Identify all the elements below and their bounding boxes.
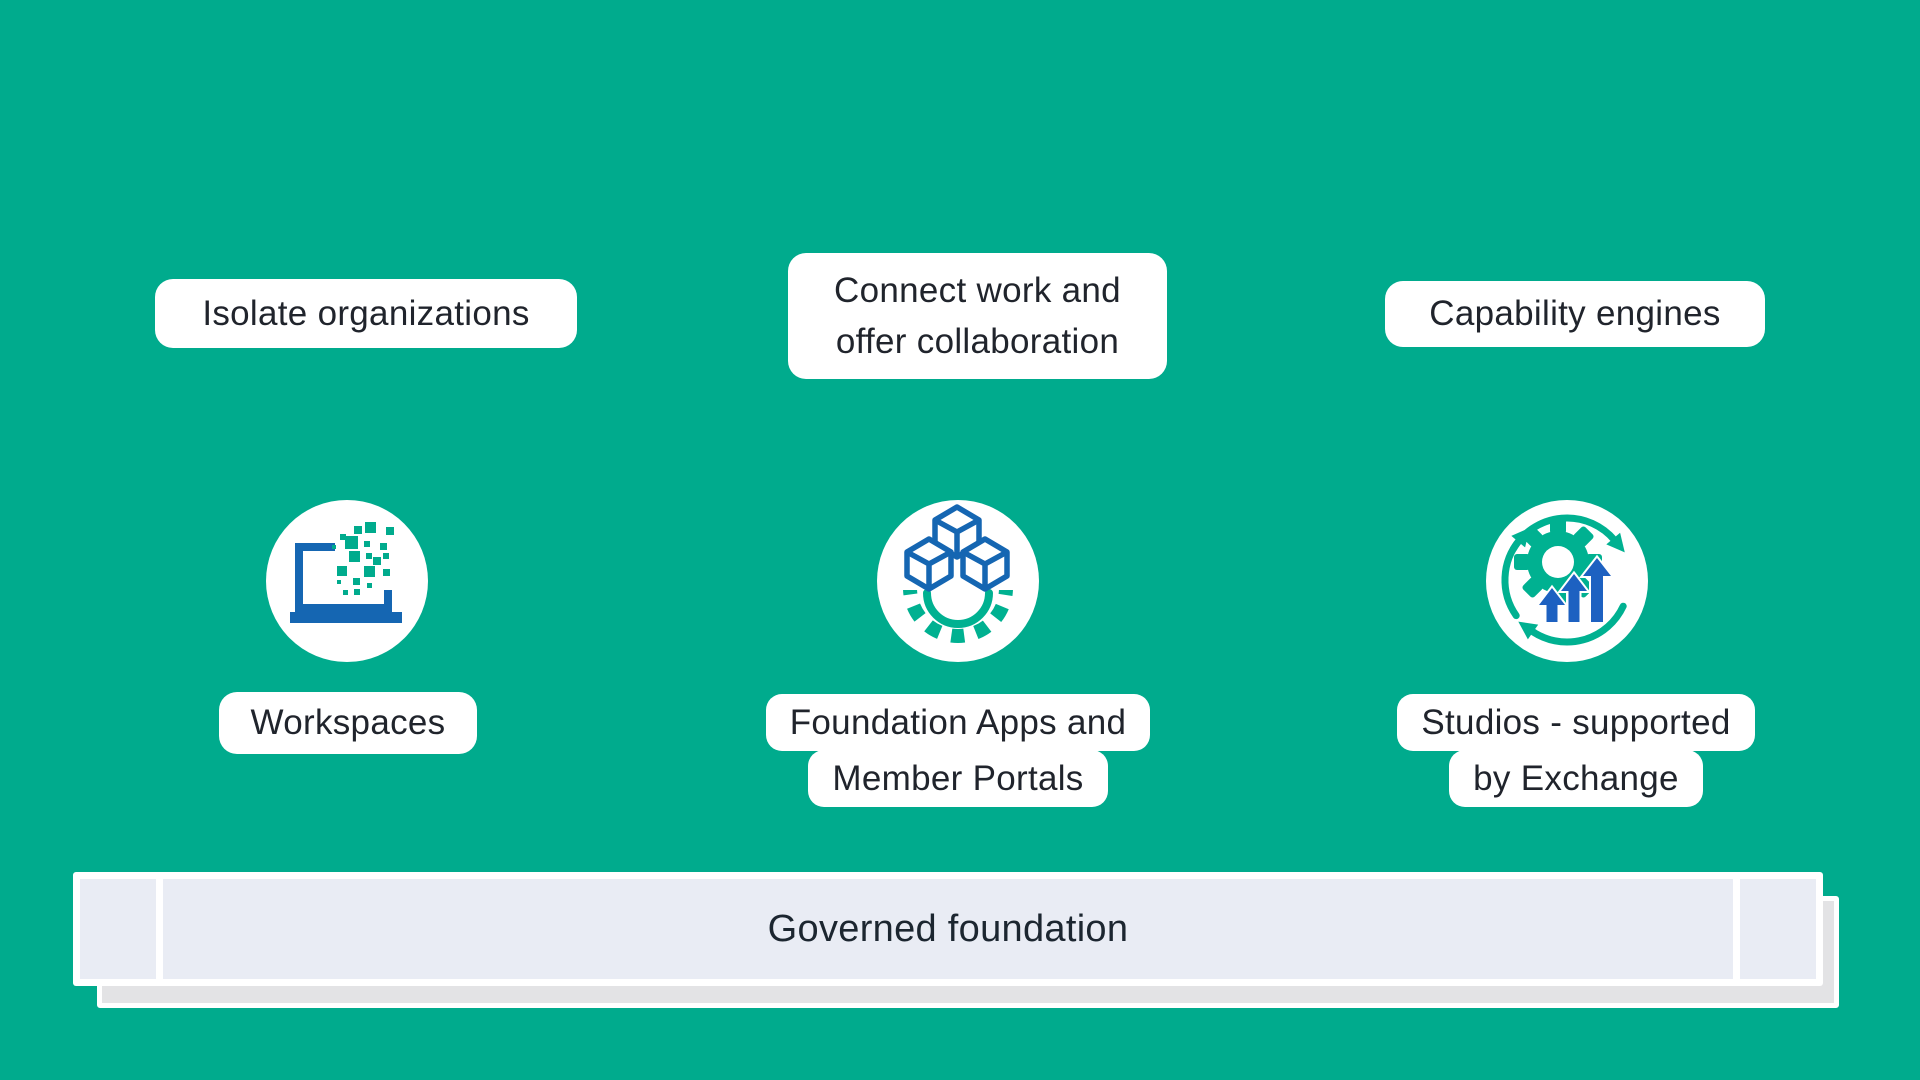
studios-icon-circle (1486, 500, 1648, 662)
top-label-connect-work: Connect work and offer collaboration (788, 253, 1167, 379)
bottom-label-foundation-apps-line2: Member Portals (808, 750, 1108, 807)
bottom-label-workspaces-text: Workspaces (250, 703, 446, 742)
stacked-cubes (904, 504, 1010, 592)
bottom-label-foundation-apps: Foundation Apps and Member Portals (735, 694, 1181, 807)
foundation-bar-label: Governed foundation (767, 907, 1129, 950)
gear-bottom-half (903, 590, 1013, 643)
bottom-label-workspaces: Workspaces (219, 692, 477, 754)
foundation-bar-right-segment (1740, 879, 1816, 979)
laptop-screen-outline (295, 543, 392, 612)
bottom-label-studios: Studios - supported by Exchange (1356, 694, 1796, 807)
bottom-label-studios-line1: Studios - supported (1397, 694, 1755, 751)
workspaces-icon-circle (266, 500, 428, 662)
pixel-squares (332, 522, 394, 595)
foundation-apps-icon-circle (877, 500, 1039, 662)
cycle-arrowheads (1511, 527, 1625, 640)
foundation-bar-main-segment: Governed foundation (163, 879, 1733, 979)
laptop-dissolving-pixels-icon (290, 522, 402, 623)
top-label-connect-work-line1: Connect work and (834, 271, 1121, 310)
top-label-isolate-organizations-text: Isolate organizations (202, 293, 530, 333)
bottom-label-foundation-apps-line1: Foundation Apps and (765, 694, 1151, 751)
gear-inner-arc (923, 589, 993, 628)
top-label-isolate-organizations: Isolate organizations (155, 279, 577, 348)
foundation-bar: Governed foundation (73, 872, 1823, 986)
top-label-capability-engines: Capability engines (1385, 281, 1765, 347)
laptop-base (290, 612, 402, 623)
bottom-label-studios-line2: by Exchange (1449, 750, 1703, 807)
growth-arrows (1534, 554, 1616, 624)
top-label-capability-engines-text: Capability engines (1429, 294, 1721, 333)
top-label-connect-work-line2: offer collaboration (835, 322, 1120, 361)
gear-growth-arrows-cycle-icon (1501, 514, 1627, 646)
foundation-bar-left-segment (80, 879, 156, 979)
cubes-over-gear-icon (903, 504, 1013, 643)
